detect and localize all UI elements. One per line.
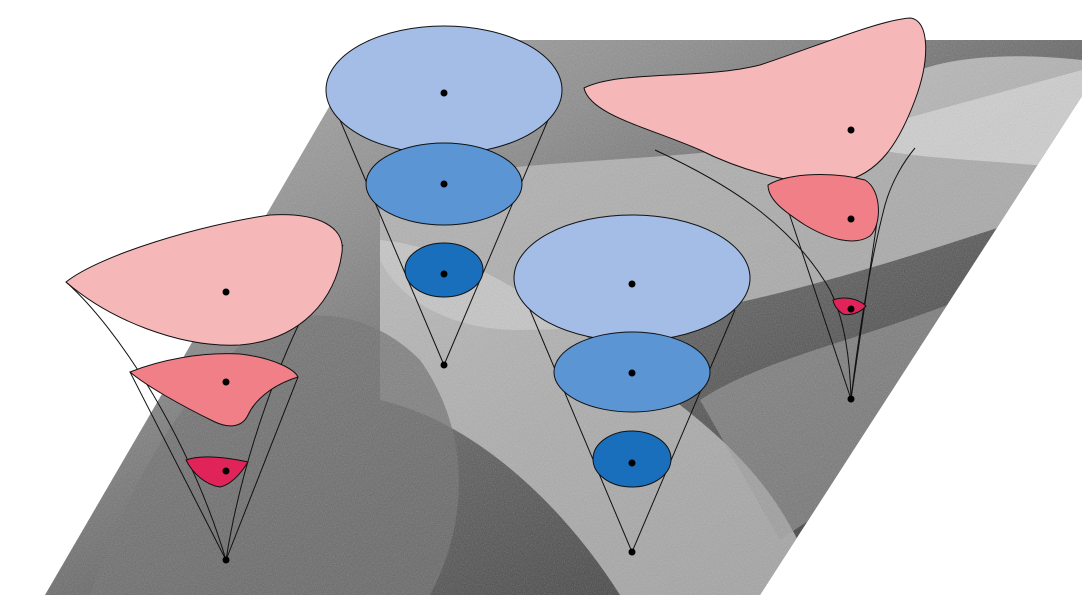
cone-center-center-1 xyxy=(629,281,636,288)
cone-right-center-3 xyxy=(848,306,855,313)
cone-right-center-1 xyxy=(848,127,855,134)
cone-top-level-3 xyxy=(405,243,483,297)
cone-center-level-3 xyxy=(593,431,671,487)
cone-center-apex xyxy=(629,549,636,556)
cone-right-center-2 xyxy=(848,216,855,223)
cone-top-apex xyxy=(441,362,448,369)
cone-left-center-2 xyxy=(223,379,230,386)
cone-left-center-1 xyxy=(223,289,230,296)
cone-center-level-1 xyxy=(514,215,750,341)
cone-center-center-3 xyxy=(629,460,636,467)
cone-left-center-3 xyxy=(223,468,230,475)
cone-top-center-1 xyxy=(441,90,448,97)
cone-top-center-2 xyxy=(441,181,448,188)
cone-right-apex xyxy=(848,396,855,403)
cone-left-apex xyxy=(223,557,230,564)
cone-top-center-3 xyxy=(441,271,448,278)
cone-center-center-2 xyxy=(629,370,636,377)
